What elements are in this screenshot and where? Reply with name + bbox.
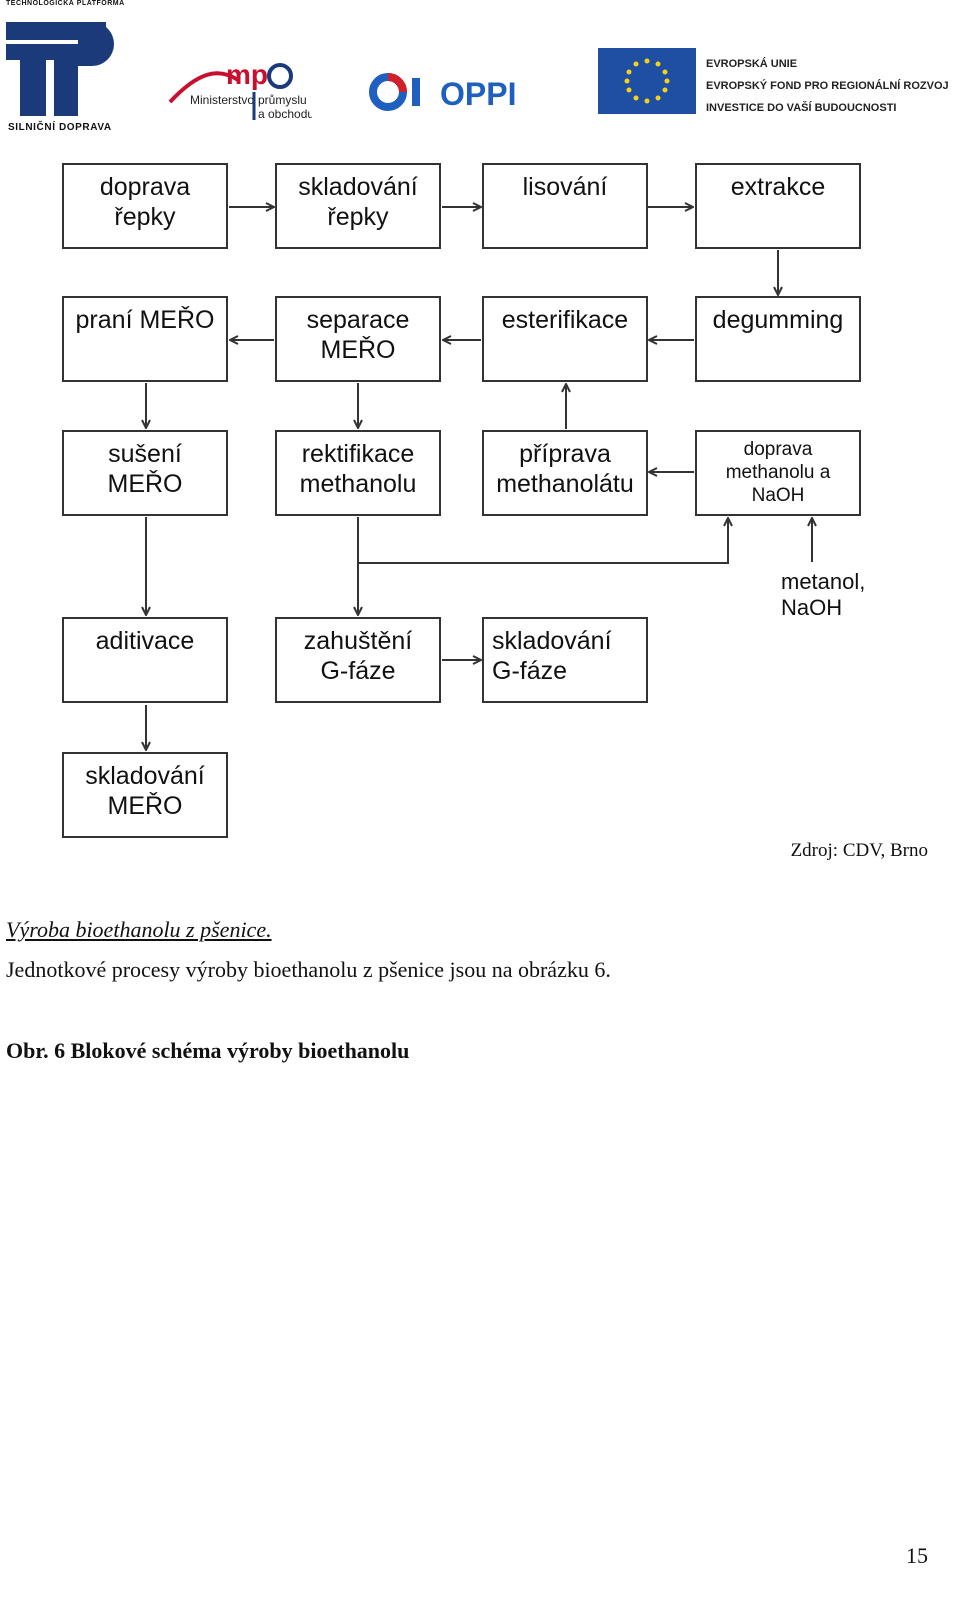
tp-bottom-text: SILNIČNÍ DOPRAVA — [8, 122, 112, 133]
flow-connectors — [0, 0, 960, 900]
oppi-text: OPPI — [440, 76, 516, 112]
box-esterifikace: esterifikace — [482, 296, 648, 382]
page-number: 15 — [906, 1543, 928, 1568]
box-doprava-methanolu: doprava methanolu a NaOH — [695, 430, 861, 516]
box-rektifikace-methanolu: rektifikace methanolu — [275, 430, 441, 516]
source-note: Zdroj: CDV, Brno — [790, 840, 928, 861]
box-extrakce: extrakce — [695, 163, 861, 249]
eu-line3: INVESTICE DO VAŠÍ BUDOUCNOSTI — [706, 102, 897, 114]
section-title: Výroba bioethanolu z pšenice. — [6, 917, 272, 942]
mpo-line2: průmyslu — [258, 93, 307, 107]
box-skladovani-mero: skladování MEŘO — [62, 752, 228, 838]
tp-logo-icon — [6, 22, 114, 116]
eu-line1: EVROPSKÁ UNIE — [706, 58, 798, 70]
box-suseni-mero: sušení MEŘO — [62, 430, 228, 516]
mpo-line1: Ministerstvo — [190, 93, 254, 107]
mpo-logo-icon: mp Ministerstvo průmyslu a obchodu — [168, 62, 312, 121]
box-priprava-methanolatu: příprava methanolátu — [482, 430, 648, 516]
arrow-recycle-to-doprava — [358, 518, 728, 564]
box-skladovani-repky: skladování řepky — [275, 163, 441, 249]
box-skladovani-gfaze: skladování G-fáze — [482, 617, 648, 703]
box-aditivace: aditivace — [62, 617, 228, 703]
oppi-logo-icon: OPPI — [369, 73, 516, 112]
svg-text:mp: mp — [226, 62, 268, 90]
mpo-line3: a obchodu — [258, 107, 312, 121]
box-doprava-repky: doprava řepky — [62, 163, 228, 249]
eu-flag-icon — [598, 48, 696, 114]
tp-top-text: TECHNOLOGICKÁ PLATFORMA — [6, 0, 125, 7]
box-degumming: degumming — [695, 296, 861, 382]
box-separace-mero: separace MEŘO — [275, 296, 441, 382]
box-zahusteni-gfaze: zahuštění G-fáze — [275, 617, 441, 703]
box-lisovani: lisování — [482, 163, 648, 249]
header-logos: TECHNOLOGICKÁ PLATFORMA SILNIČNÍ DOPRAVA… — [0, 0, 960, 140]
figure-caption: Obr. 6 Blokové schéma výroby bioethanolu — [6, 1038, 410, 1063]
box-prani-mero: praní MEŘO — [62, 296, 228, 382]
body-paragraph: Jednotkové procesy výroby bioethanolu z … — [6, 957, 611, 982]
input-label: metanol, NaOH — [781, 569, 866, 620]
eu-line2: EVROPSKÝ FOND PRO REGIONÁLNÍ ROZVOJ — [706, 80, 949, 92]
